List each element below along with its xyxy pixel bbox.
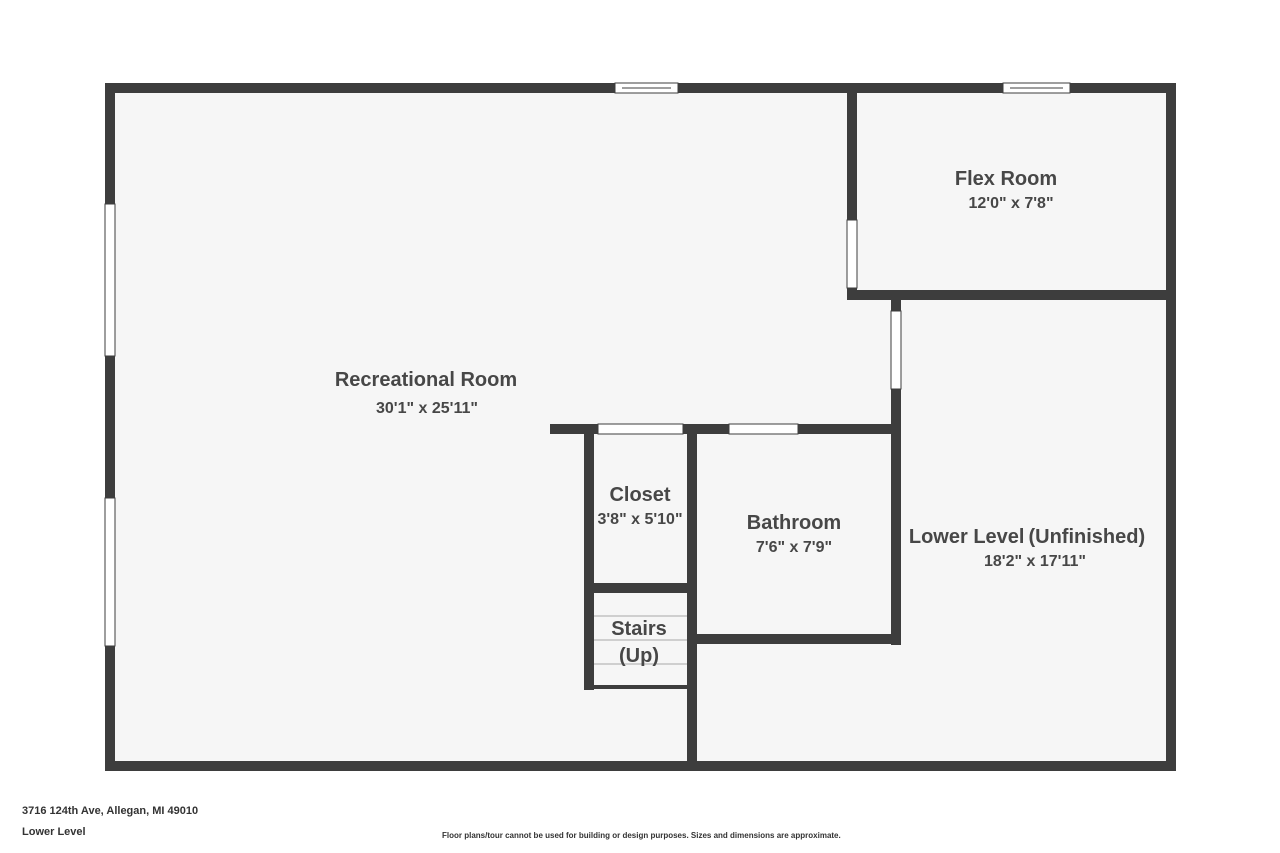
door-closet bbox=[597, 423, 684, 435]
room-name-stairs-direction: (Up) bbox=[619, 645, 659, 667]
room-dims-closet: 3'8" x 5'10" bbox=[597, 511, 682, 528]
property-address: 3716 124th Ave, Allegan, MI 49010 bbox=[22, 805, 199, 817]
room-name-lower-level-suffix: (Unfinished) bbox=[1028, 526, 1145, 548]
window-top-rec bbox=[614, 82, 679, 94]
room-name-closet: Closet bbox=[609, 484, 670, 506]
room-dims-flex: 12'0" x 7'8" bbox=[968, 195, 1053, 212]
opening-flex-left bbox=[846, 219, 858, 289]
floor-level-label: Lower Level bbox=[22, 826, 86, 838]
window-top-flex bbox=[1002, 82, 1071, 94]
window-left-upper bbox=[104, 203, 116, 357]
room-name-flex: Flex Room bbox=[955, 168, 1057, 190]
room-dims-lower-level: 18'2" x 17'11" bbox=[984, 553, 1086, 570]
room-dims-bathroom: 7'6" x 7'9" bbox=[756, 539, 832, 556]
interior-walls bbox=[550, 88, 1171, 766]
opening-lower-level bbox=[890, 310, 902, 390]
disclaimer-text: Floor plans/tour cannot be used for buil… bbox=[442, 831, 841, 840]
windows bbox=[104, 82, 1071, 647]
room-name-lower-level-main: Lower Level bbox=[909, 526, 1025, 548]
room-name-lower-level: Lower Level(Unfinished) bbox=[909, 526, 1145, 548]
room-name-stairs: Stairs bbox=[611, 618, 667, 640]
door-bathroom bbox=[728, 423, 799, 435]
room-name-bathroom: Bathroom bbox=[747, 512, 841, 534]
room-name-recreational: Recreational Room bbox=[335, 369, 517, 391]
window-left-lower bbox=[104, 497, 116, 647]
stair-treads bbox=[594, 615, 687, 665]
room-dims-recreational: 30'1" x 25'11" bbox=[376, 400, 478, 417]
